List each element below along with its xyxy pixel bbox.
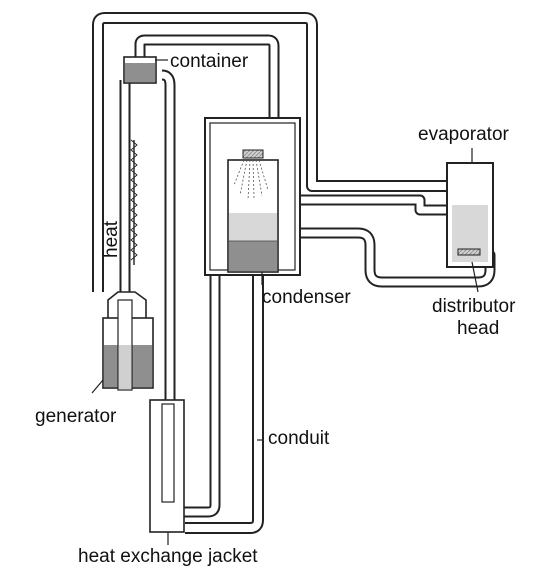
- label-distributor-line1: distributor: [432, 296, 516, 317]
- pipe-network: [92, 12, 496, 534]
- distributor-head-shape: [457, 248, 481, 256]
- upper-loop-pipe: [92, 12, 462, 292]
- heat-exchange-jacket: [149, 399, 185, 545]
- label-condenser: condenser: [262, 287, 351, 308]
- label-container: container: [170, 51, 249, 72]
- condenser-unit: [204, 117, 301, 285]
- generator-leader-line: [91, 379, 104, 394]
- label-conduit: conduit: [268, 428, 330, 449]
- heater-element: [130, 139, 138, 265]
- distributor-leader-line: [471, 261, 479, 293]
- label-heat: heat: [101, 220, 122, 258]
- distributor-feed-pipe: [268, 227, 496, 288]
- generator-vessel: [102, 291, 154, 391]
- label-evaporator: evaporator: [418, 124, 510, 145]
- conduit-pipe: [185, 270, 264, 534]
- container-vessel: [123, 56, 168, 84]
- container-to-condenser-pipe: [134, 34, 280, 128]
- evaporator-unit: [446, 148, 494, 293]
- label-heat-exchange-jacket: heat exchange jacket: [78, 546, 258, 567]
- container-return-tube: [161, 69, 176, 408]
- label-distributor-line2: head: [457, 318, 499, 339]
- label-generator: generator: [35, 406, 117, 427]
- condenser-to-evaporator-pipe: [300, 194, 462, 216]
- spray-lines: [233, 159, 269, 201]
